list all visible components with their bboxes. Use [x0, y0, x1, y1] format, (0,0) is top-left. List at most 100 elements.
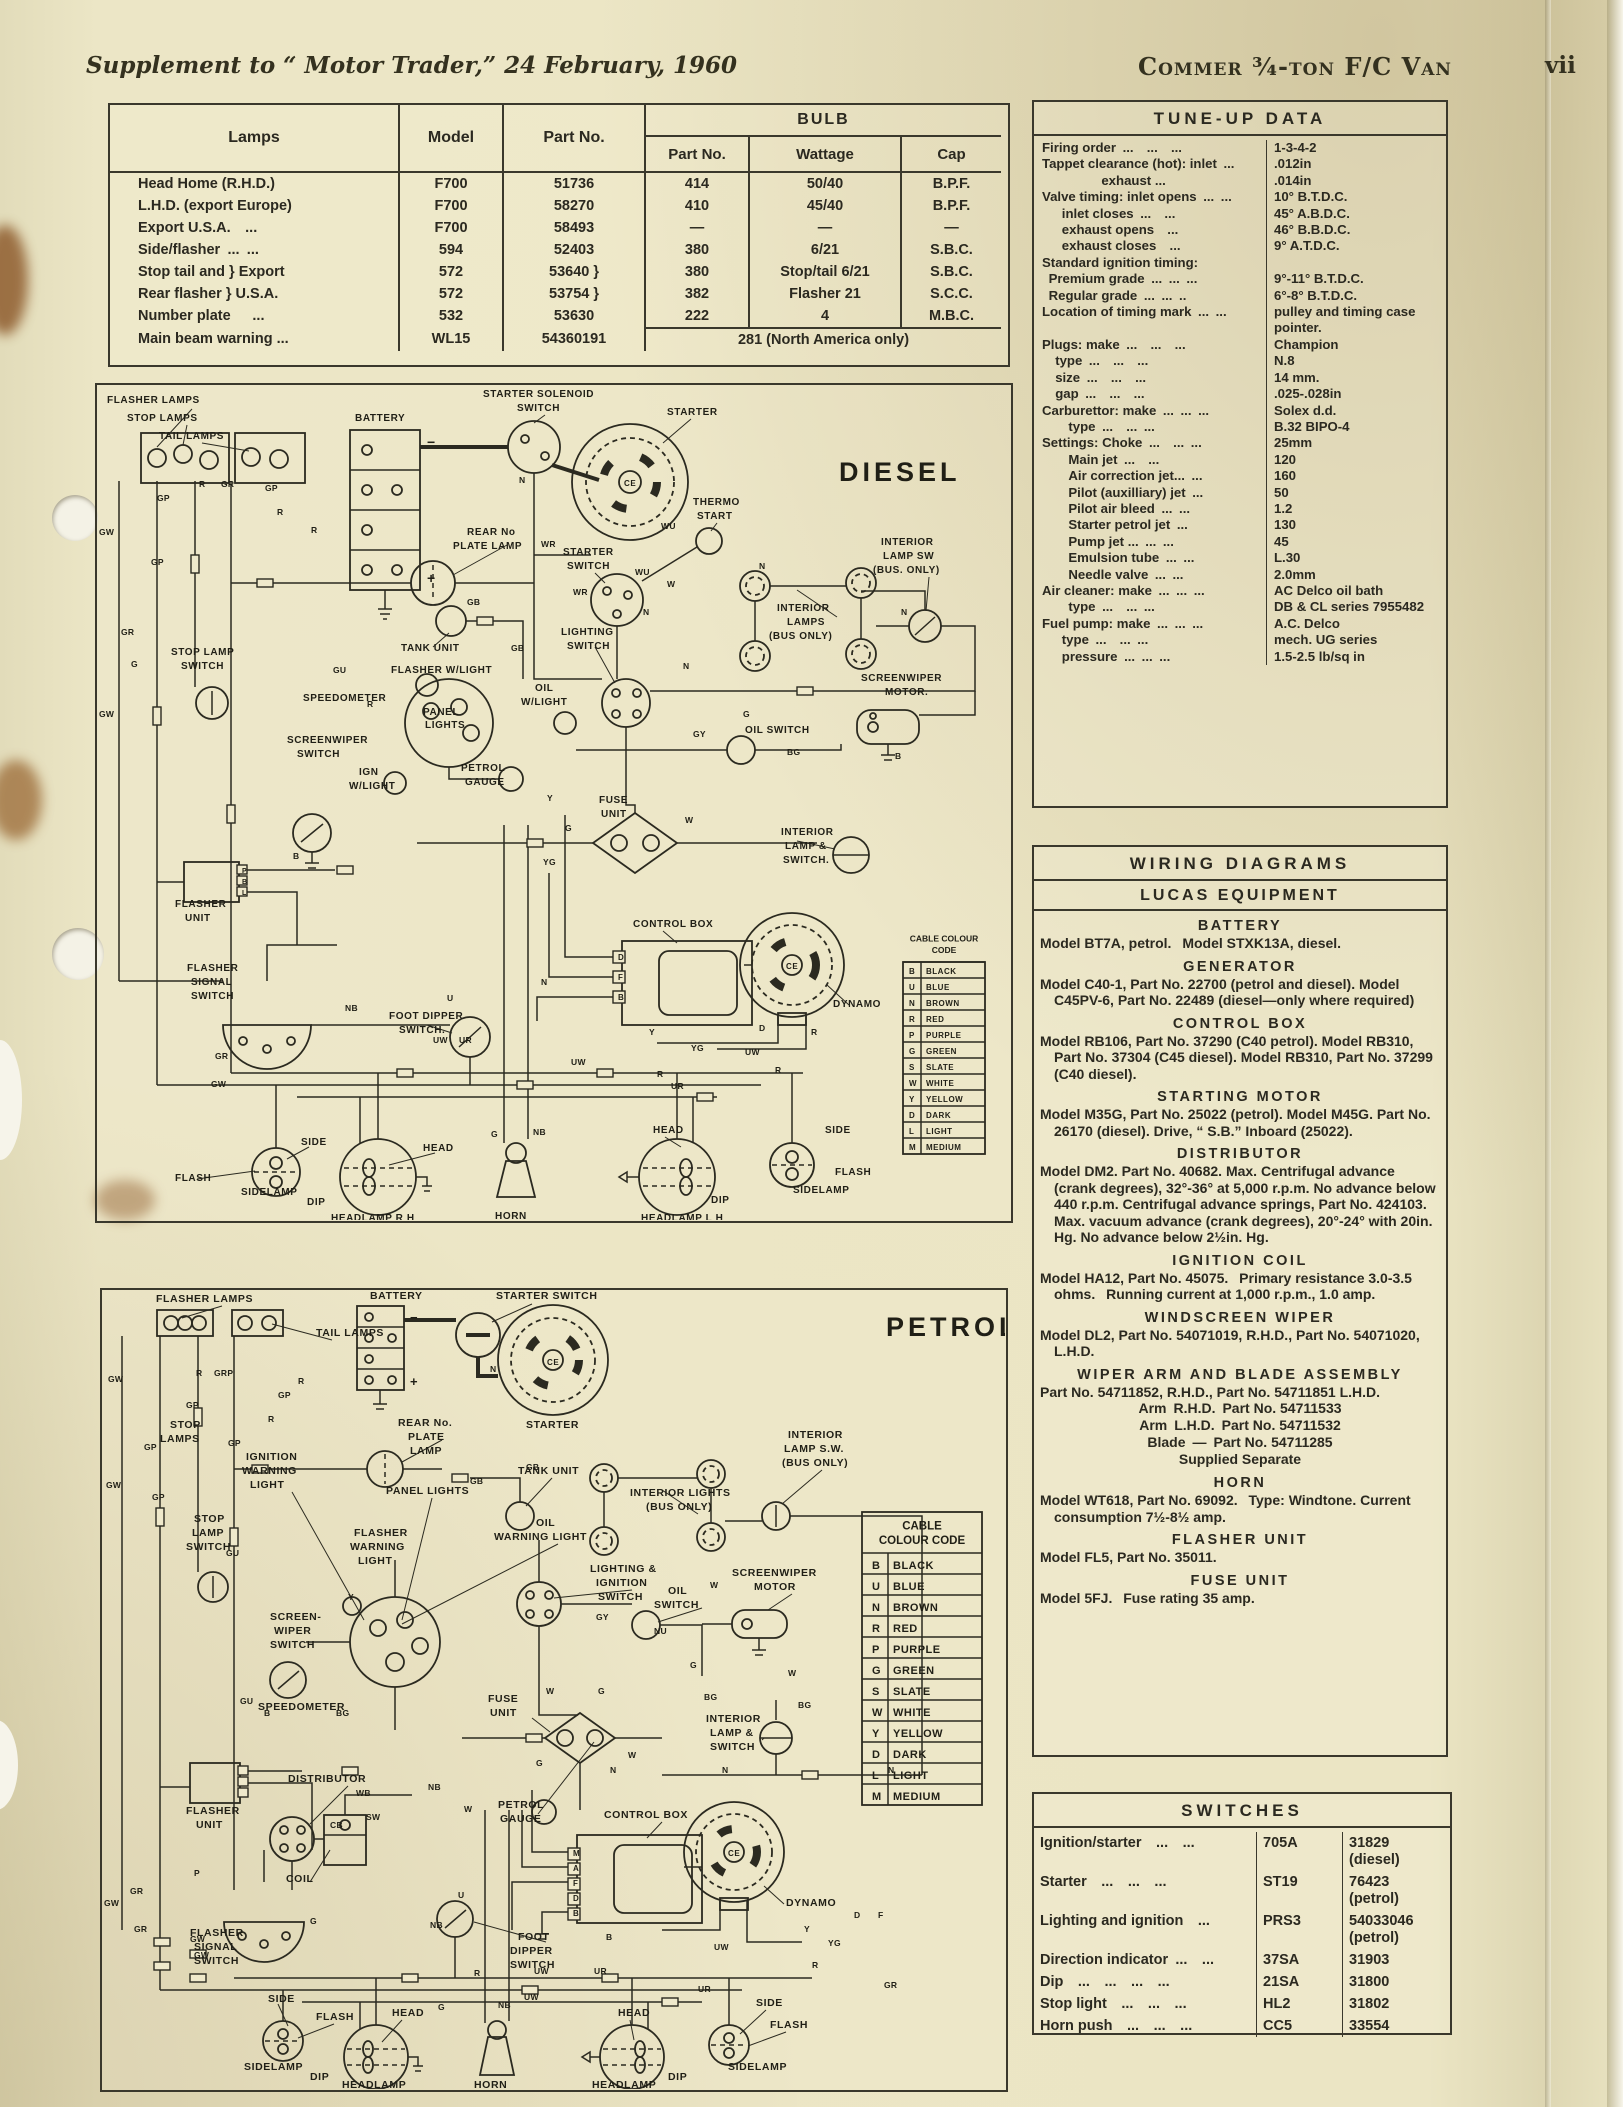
diagram-label: R	[196, 1368, 202, 1378]
diagram-label: YG	[543, 857, 556, 867]
diagram-label: REAR No	[467, 527, 516, 538]
diagram-label: START	[697, 511, 733, 522]
diagram-label: FLASHER LAMPS	[107, 395, 200, 406]
fuse-unit	[591, 811, 679, 875]
col-model: Model	[398, 105, 502, 173]
tune-up-row: Needle valve ... ... 2.0mm	[1034, 566, 1446, 583]
battery	[356, 1305, 405, 1391]
wires	[118, 445, 976, 1148]
diagram-label: SIDELAMP	[241, 1187, 297, 1198]
lighting-switch	[601, 678, 651, 728]
table-row: L.H.D. (export Europe) F700 58270 410 45…	[110, 195, 1008, 217]
switch-part: 31800	[1342, 1971, 1450, 1993]
diagram-label: FUSE	[599, 795, 628, 806]
diagram-label: L	[909, 1127, 914, 1136]
diagram-label: GB	[467, 597, 480, 607]
thermo-start	[695, 527, 723, 555]
diagram-label: D	[573, 1894, 579, 1903]
flasher-lamp-cluster	[156, 1309, 214, 1337]
oil-warning-light	[553, 711, 577, 735]
diagram-label: BROWN	[893, 1602, 938, 1614]
spec-value: B.32 BIPO-4	[1266, 418, 1446, 436]
section-heading: GENERATOR	[1183, 958, 1297, 975]
diagram-label: GU	[240, 1696, 253, 1706]
diagram-label: COIL	[286, 1873, 313, 1885]
diagram-label: UW	[745, 1047, 760, 1057]
diagram-label: DIP	[307, 1197, 325, 1208]
diagram-label: D	[854, 1910, 860, 1920]
diagram-label: CONTROL BOX	[633, 919, 713, 930]
section-heading: WIPER ARM AND BLADE ASSEMBLY	[1077, 1366, 1403, 1383]
spec-value	[1266, 254, 1446, 272]
control-box	[612, 940, 753, 1026]
diagram-label: GW	[106, 1480, 122, 1490]
paper-crease	[1545, 0, 1551, 2107]
diagram-label: PLATE	[408, 1431, 445, 1443]
diagram-label: U	[872, 1581, 880, 1593]
flasher-signal-switch	[222, 1024, 312, 1070]
section-heading: STARTING MOTOR	[1157, 1089, 1323, 1105]
stop-lamp-switch	[195, 686, 229, 720]
switch-name: Horn push ... ... ...	[1040, 2018, 1193, 2034]
torn-edge	[0, 1040, 22, 1160]
diagram-label: GU	[226, 1548, 239, 1558]
diagram-label: WARNING	[242, 1465, 297, 1477]
diagram-label: LIGHT	[926, 1127, 953, 1136]
diagram-label: F	[618, 973, 624, 982]
diagram-label: GW	[194, 1950, 210, 1960]
diagram-label: W	[546, 1686, 555, 1696]
bulb-part: —	[644, 217, 748, 239]
interior-lamp-and-switch	[759, 1721, 793, 1755]
paper-edge	[1607, 0, 1623, 2107]
tune-up-row: Pump jet ... ... ... 45	[1034, 533, 1446, 551]
diagram-label: GR	[130, 1886, 143, 1896]
switch-row: Dip ... ... ... ... 21SA 31800	[1034, 1971, 1450, 1993]
diagram-label: R	[474, 1968, 480, 1978]
diagram-label: B	[909, 967, 915, 976]
section-body: Model FL5, Part No. 35011.	[1040, 1549, 1217, 1565]
tune-up-row: gap ... ... ... .025-.028in	[1034, 386, 1446, 403]
section-body: Model RB106, Part No. 37290 (C40 petrol)…	[1040, 1032, 1433, 1082]
switch-model: 37SA	[1256, 1949, 1342, 1971]
diagram-label: STOP	[194, 1513, 225, 1525]
diagram-label: GREEN	[893, 1665, 935, 1677]
switch-model: HL2	[1256, 1993, 1342, 2015]
diagram-label: GB	[526, 1462, 539, 1472]
bulb-wattage: 4	[748, 305, 900, 327]
diagram-label: DIPPER	[510, 1945, 553, 1957]
diagram-label: INTERIOR	[706, 1713, 761, 1725]
diagram-label: HEAD	[392, 2007, 424, 2019]
diagram-label: W	[710, 1580, 719, 1590]
section-heading: HORN	[1213, 1475, 1267, 1491]
diagram-label: GRP	[214, 1368, 233, 1378]
tune-up-row: Pilot air bleed ... ... 1.2	[1034, 500, 1446, 518]
diagram-label: −	[427, 434, 436, 450]
diagram-label: GW	[99, 709, 115, 719]
diagram-label: NB	[430, 1920, 443, 1930]
diagram-label: S	[909, 1063, 915, 1072]
spec-value: 160	[1266, 468, 1446, 485]
diagram-label: UW	[524, 1992, 539, 2002]
equipment-section: FUSE UNIT Model 5FJ. Fuse rating 35 amp.	[1034, 1573, 1446, 1607]
diagram-label: SWITCH	[510, 1959, 555, 1971]
bulb-footnote: 281 (North America only)	[644, 327, 1001, 351]
dynamo	[739, 912, 845, 1026]
diagram-label: WIPER	[274, 1625, 311, 1637]
switch-part: 33554	[1342, 2015, 1450, 2037]
diagram-label: GP	[186, 1400, 199, 1410]
tune-up-row: inlet closes ... ... 45° A.B.D.C.	[1034, 205, 1446, 223]
diagram-label: P	[242, 868, 247, 875]
diagram-label: W	[667, 579, 676, 589]
diagram-label: OIL	[668, 1585, 687, 1597]
switch-name: Ignition/starter ... ...	[1040, 1835, 1195, 1851]
lamp-part: 53754 }	[502, 283, 644, 305]
diagram-label: FLASH	[175, 1173, 211, 1184]
diagram-label: LAMP &	[785, 841, 827, 852]
diagram-label: INTERIOR	[777, 603, 830, 614]
spec-label: Firing order ... ... ...	[1042, 140, 1182, 155]
diagram-label: NB	[345, 1003, 358, 1013]
section-body: Model HA12, Part No. 45075. Primary resi…	[1040, 1269, 1412, 1303]
tune-up-row: Premium grade ... ... ... 9°-11° B.T.D.C…	[1034, 271, 1446, 288]
diagram-label: YELLOW	[926, 1095, 963, 1104]
